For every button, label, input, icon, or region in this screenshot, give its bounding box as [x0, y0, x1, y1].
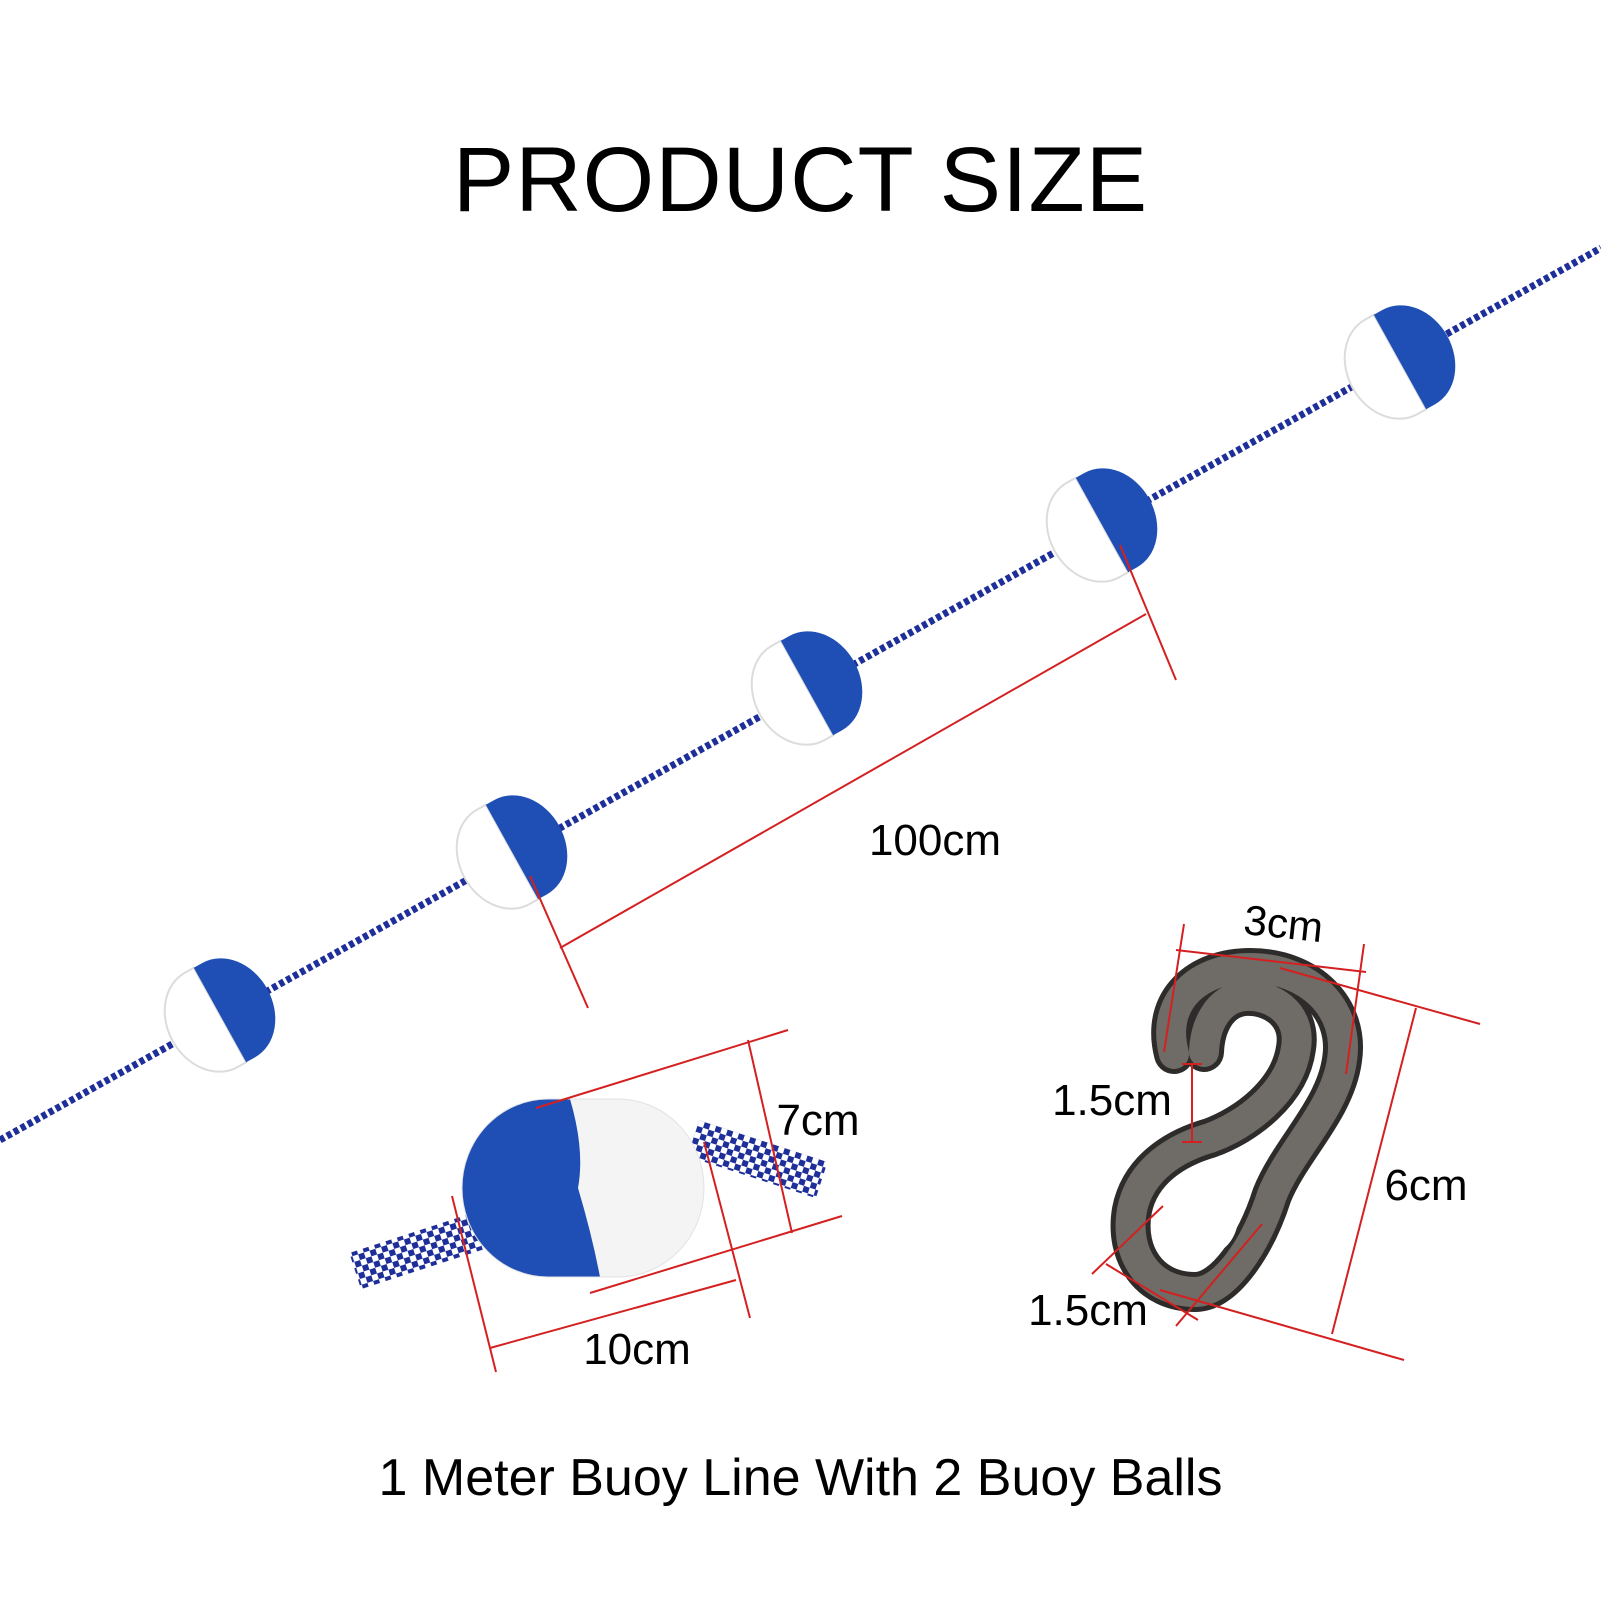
spacing-label: 100cm: [869, 816, 1001, 865]
s-hook: [1110, 948, 1363, 1312]
buoy-line: [0, 244, 1601, 1144]
hook-dimensions: [1091, 923, 1481, 1361]
rope-segment: [687, 1120, 828, 1199]
ball-dimensions: [451, 1029, 843, 1373]
buoy-ball: [1343, 305, 1456, 420]
ball-length-label: 10cm: [583, 1325, 691, 1374]
product-caption: 1 Meter Buoy Line With 2 Buoy Balls: [378, 1449, 1223, 1507]
page-title: PRODUCT SIZE: [452, 129, 1149, 231]
spacing-dimension: [529, 544, 1177, 1009]
ball-width-label: 7cm: [776, 1096, 859, 1145]
buoy-ball: [455, 795, 568, 910]
hook-eye-label: 1.5cm: [1028, 1286, 1148, 1335]
buoy-ball-closeup: [349, 1098, 828, 1290]
hook-gap-label: 1.5cm: [1052, 1076, 1172, 1125]
buoy-ball: [750, 631, 863, 746]
hook-height-label: 6cm: [1384, 1161, 1467, 1210]
rope-segment: [349, 1212, 485, 1290]
buoy-ball: [1045, 468, 1158, 583]
hook-width-label: 3cm: [1242, 896, 1326, 951]
buoy-ball: [163, 958, 276, 1073]
